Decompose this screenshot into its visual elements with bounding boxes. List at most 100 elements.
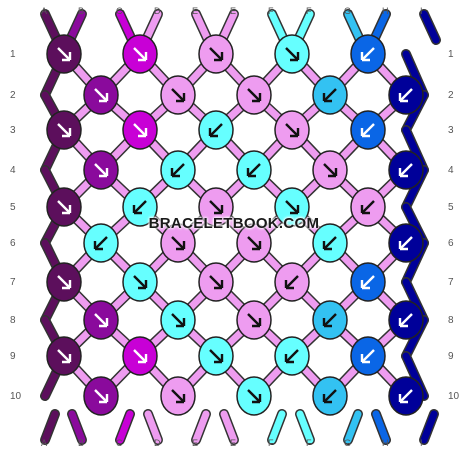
knot bbox=[312, 300, 348, 340]
knot bbox=[122, 262, 158, 302]
arrow-icon bbox=[285, 123, 299, 137]
arrowhead-icon bbox=[360, 280, 370, 290]
arrow-icon bbox=[209, 123, 223, 137]
arrow-icon bbox=[94, 313, 108, 327]
row-number-left: 6 bbox=[10, 238, 16, 249]
arrow-icon bbox=[399, 88, 413, 102]
knot bbox=[388, 300, 424, 340]
arrowhead-icon bbox=[322, 394, 332, 404]
row-number-left: 7 bbox=[10, 277, 16, 288]
arrowhead-icon bbox=[398, 241, 408, 251]
arrowhead-icon bbox=[252, 394, 262, 404]
string-top-0 bbox=[41, 10, 61, 44]
row-number-right: 3 bbox=[448, 125, 454, 136]
arrow-icon bbox=[57, 200, 71, 214]
string-top-10 bbox=[420, 10, 440, 44]
arrowhead-icon bbox=[328, 168, 338, 178]
string-letter-top: D bbox=[154, 6, 161, 16]
knot bbox=[122, 34, 158, 74]
string-bottom-4 bbox=[192, 410, 210, 444]
knot bbox=[83, 150, 119, 190]
knot bbox=[83, 75, 119, 115]
arrow-icon bbox=[94, 163, 108, 177]
arrow-icon bbox=[247, 163, 261, 177]
arrow-icon bbox=[171, 313, 185, 327]
knot bbox=[350, 336, 386, 376]
arrowhead-icon bbox=[322, 93, 332, 103]
row-number-left: 9 bbox=[10, 351, 16, 362]
arrowhead-icon bbox=[176, 241, 186, 251]
string-letter-top: G bbox=[344, 6, 351, 16]
row-number-right: 9 bbox=[448, 351, 454, 362]
arrowhead-icon bbox=[398, 168, 408, 178]
knot bbox=[122, 336, 158, 376]
arrowhead-icon bbox=[138, 128, 148, 138]
arrowhead-icon bbox=[214, 205, 224, 215]
arrowhead-icon bbox=[252, 241, 262, 251]
knot bbox=[160, 223, 196, 263]
arrow-icon bbox=[323, 313, 337, 327]
arrowhead-icon bbox=[176, 318, 186, 328]
knot bbox=[312, 75, 348, 115]
string-top-5 bbox=[218, 10, 238, 44]
arrowhead-icon bbox=[284, 354, 294, 364]
arrow-icon bbox=[133, 349, 147, 363]
knot bbox=[198, 336, 234, 376]
string-letter-top: A bbox=[41, 6, 47, 16]
arrow-icon bbox=[361, 47, 375, 61]
row-number-right: 5 bbox=[448, 202, 454, 213]
arrowhead-icon bbox=[99, 93, 109, 103]
arrow-icon bbox=[323, 163, 337, 177]
arrow-icon bbox=[57, 123, 71, 137]
row-number-right: 7 bbox=[448, 277, 454, 288]
arrow-icon bbox=[323, 236, 337, 250]
arrow-icon bbox=[399, 389, 413, 403]
string-letter-bottom: H bbox=[382, 438, 389, 448]
arrowhead-icon bbox=[138, 354, 148, 364]
knot bbox=[274, 262, 310, 302]
string-bottom-2 bbox=[116, 410, 134, 444]
knot bbox=[198, 262, 234, 302]
knot bbox=[274, 110, 310, 150]
string-top-4 bbox=[192, 10, 212, 44]
string-bottom-10 bbox=[420, 410, 438, 444]
string-bottom-6 bbox=[268, 410, 286, 444]
arrow-icon bbox=[323, 389, 337, 403]
arrow-icon bbox=[361, 349, 375, 363]
arrowhead-icon bbox=[138, 52, 148, 62]
arrow-icon bbox=[247, 313, 261, 327]
string-letter-bottom: F bbox=[268, 438, 274, 448]
row-number-right: 6 bbox=[448, 238, 454, 249]
knot bbox=[274, 336, 310, 376]
string-bottom-9 bbox=[372, 410, 390, 444]
arrowhead-icon bbox=[214, 52, 224, 62]
string-bottom-1 bbox=[68, 410, 86, 444]
arrowhead-icon bbox=[246, 168, 256, 178]
string-bottom-5 bbox=[220, 410, 238, 444]
arrowhead-icon bbox=[290, 52, 300, 62]
row-number-left: 5 bbox=[10, 202, 16, 213]
string-bottom-3 bbox=[144, 410, 162, 444]
arrowhead-icon bbox=[290, 128, 300, 138]
arrowhead-icon bbox=[290, 205, 300, 215]
arrowhead-icon bbox=[132, 205, 142, 215]
knot bbox=[46, 110, 82, 150]
row-number-right: 1 bbox=[448, 49, 454, 60]
arrowhead-icon bbox=[322, 318, 332, 328]
string-top-1 bbox=[66, 10, 86, 44]
arrowhead-icon bbox=[252, 93, 262, 103]
knot bbox=[274, 34, 310, 74]
string-bottom-8 bbox=[344, 410, 362, 444]
string-letter-top: H bbox=[382, 6, 389, 16]
arrow-icon bbox=[209, 275, 223, 289]
arrowhead-icon bbox=[99, 394, 109, 404]
row-number-left: 8 bbox=[10, 315, 16, 326]
knots bbox=[46, 34, 424, 416]
knot bbox=[83, 376, 119, 416]
arrowhead-icon bbox=[398, 394, 408, 404]
arrow-icon bbox=[57, 275, 71, 289]
arrowhead-icon bbox=[360, 52, 370, 62]
arrow-icon bbox=[399, 313, 413, 327]
string-letter-bottom: G bbox=[344, 438, 351, 448]
